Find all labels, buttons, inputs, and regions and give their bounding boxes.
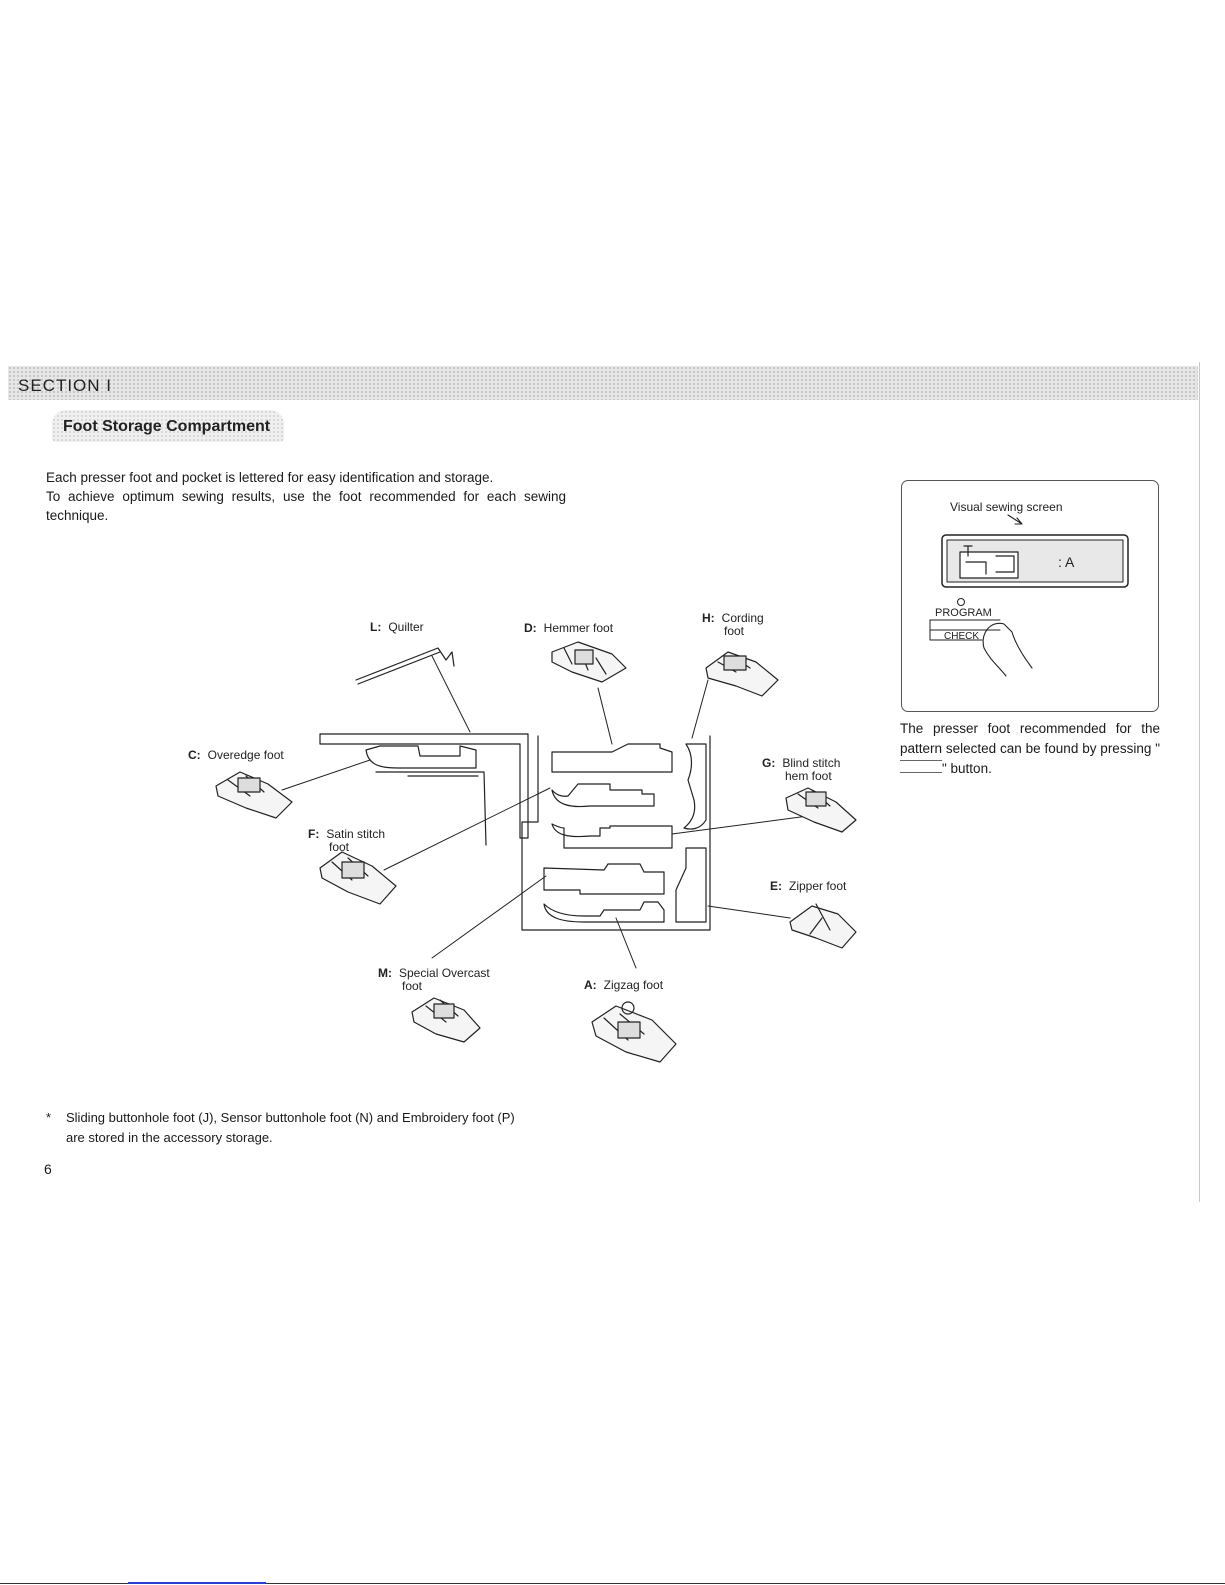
- label-foot-g: G: Blind stitch hem foot: [762, 757, 840, 783]
- label-foot-h-letter: H:: [702, 611, 715, 625]
- section-title: SECTION I: [18, 376, 113, 395]
- section-bar: [8, 366, 1198, 400]
- intro-line-1: Each presser foot and pocket is lettered…: [46, 470, 494, 485]
- label-foot-l-letter: L:: [370, 620, 382, 634]
- foot-m-illustration: [411, 997, 481, 1043]
- label-foot-d: D: Hemmer foot: [524, 622, 613, 635]
- label-foot-f-name-2: foot: [329, 840, 350, 854]
- label-foot-g-name-2: hem foot: [785, 769, 832, 783]
- intro-text: Each presser foot and pocket is lettered…: [46, 468, 566, 525]
- label-foot-d-letter: D:: [524, 621, 537, 635]
- label-foot-l: L: Quilter: [370, 621, 424, 634]
- label-foot-m-letter: M:: [378, 966, 392, 980]
- label-foot-e-name: Zipper foot: [789, 879, 847, 893]
- heading-tab: [52, 410, 284, 442]
- label-foot-m: M: Special Overcast foot: [378, 967, 490, 993]
- foot-e-illustration: [789, 903, 857, 949]
- foot-d-illustration: [551, 641, 627, 683]
- tray-left: [319, 733, 529, 846]
- page-number: 6: [44, 1161, 52, 1177]
- label-foot-l-name: Quilter: [388, 620, 424, 634]
- intro-line-2: To achieve optimum sewing results, use t…: [46, 489, 566, 523]
- panel-title: Visual sewing screen: [950, 500, 1063, 514]
- right-edge-line: [1199, 362, 1200, 1202]
- label-foot-a-letter: A:: [584, 978, 597, 992]
- program-check-button-icon: [900, 759, 942, 773]
- label-foot-h-name-1: Cording: [721, 611, 764, 625]
- foot-g-illustration: [785, 787, 857, 833]
- label-foot-a: A: Zigzag foot: [584, 979, 663, 992]
- label-foot-e-letter: E:: [770, 879, 782, 893]
- page-heading: Foot Storage Compartment: [63, 418, 271, 435]
- note-text: The presser foot recommended for the pat…: [900, 718, 1160, 778]
- foot-f-illustration: [319, 851, 397, 905]
- foot-a-illustration: [591, 1001, 677, 1063]
- leader-lines: [281, 655, 809, 969]
- footnote-star: *: [46, 1110, 52, 1125]
- label-foot-c-name: Overedge foot: [207, 748, 284, 762]
- bottom-rule: [0, 1583, 1225, 1584]
- note-text-1: The presser foot recommended for the pat…: [900, 720, 1160, 756]
- label-foot-e: E: Zipper foot: [770, 880, 846, 893]
- label-foot-a-name: Zigzag foot: [603, 978, 664, 992]
- label-foot-g-letter: G:: [762, 756, 776, 770]
- label-foot-f-name-1: Satin stitch: [326, 827, 386, 841]
- label-foot-h-name-2: foot: [724, 624, 745, 638]
- footnote-line-1: Sliding buttonhole foot (J), Sensor butt…: [66, 1110, 515, 1125]
- tray-right: [521, 735, 711, 931]
- label-foot-m-name-2: foot: [402, 979, 423, 993]
- bottom-link-bar[interactable]: [128, 1582, 266, 1584]
- program-button-drawing: [929, 598, 1033, 677]
- label-foot-h: H: Cording foot: [702, 612, 764, 638]
- footnote: * Sliding buttonhole foot (J), Sensor bu…: [46, 1108, 515, 1148]
- label-foot-f-letter: F:: [308, 827, 320, 841]
- foot-c-illustration: [215, 771, 293, 819]
- foot-h-illustration: [705, 651, 779, 697]
- label-foot-g-name-1: Blind stitch: [782, 756, 841, 770]
- quilter-illustration: [355, 647, 455, 685]
- label-foot-c-letter: C:: [188, 748, 201, 762]
- check-label: CHECK: [944, 631, 980, 642]
- label-foot-f: F: Satin stitch foot: [308, 828, 385, 854]
- note-text-2: " button.: [942, 760, 992, 776]
- visual-sewing-screen-drawing: [941, 514, 1129, 588]
- visual-screen-panel: [901, 480, 1159, 712]
- label-foot-m-name-1: Special Overcast: [399, 966, 490, 980]
- program-label: PROGRAM: [935, 607, 992, 619]
- label-foot-d-name: Hemmer foot: [543, 621, 614, 635]
- footnote-line-2: are stored in the accessory storage.: [66, 1130, 273, 1145]
- label-foot-c: C: Overedge foot: [188, 749, 284, 762]
- screen-value: : A: [1058, 554, 1075, 570]
